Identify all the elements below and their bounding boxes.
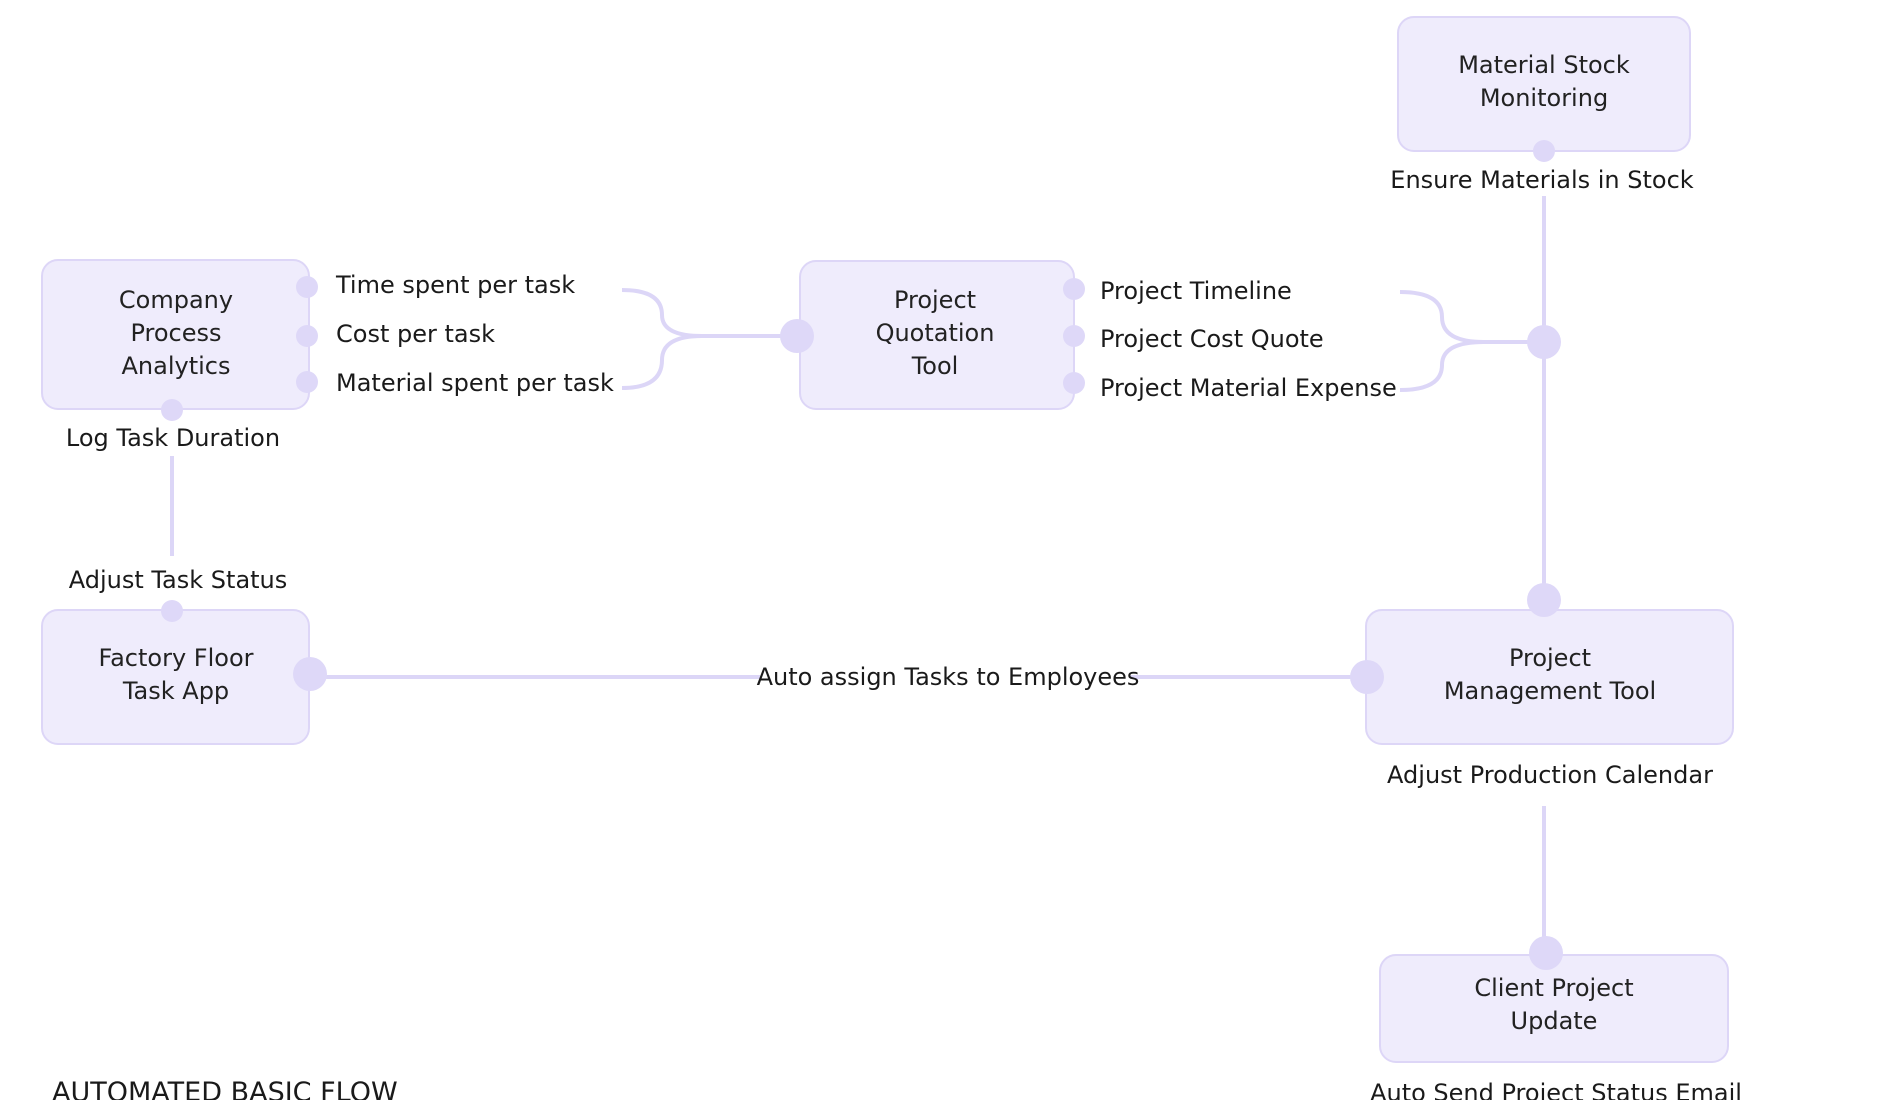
edge-label-ensure-materials: Ensure Materials in Stock <box>1390 166 1693 194</box>
port-label-time-spent: Time spent per task <box>335 271 575 299</box>
node-label-line: Company <box>119 286 233 314</box>
diagram-title: AUTOMATED BASIC FLOW <box>52 1077 398 1100</box>
node-label-line: Quotation <box>876 319 995 347</box>
edge-label-background <box>760 658 1130 694</box>
port-dot <box>1063 372 1085 394</box>
quotation-output-labels: Project Timeline Project Cost Quote Proj… <box>1100 277 1397 402</box>
node-client-project-update[interactable]: Client Project Update <box>1379 954 1729 1063</box>
port-dots <box>161 140 1563 970</box>
port-dot <box>161 399 183 421</box>
port-dot <box>296 371 318 393</box>
node-label-line: Project <box>1509 644 1591 672</box>
node-project-quotation-tool[interactable]: Project Quotation Tool <box>799 260 1075 410</box>
port-dot <box>1063 325 1085 347</box>
edge-labels: Log Task Duration Adjust Task Status Ens… <box>66 166 1742 1100</box>
node-label-line: Process <box>130 319 221 347</box>
port-dot <box>1350 660 1384 694</box>
port-dot <box>296 276 318 298</box>
port-dot <box>780 319 814 353</box>
node-label-line: Monitoring <box>1480 84 1608 112</box>
port-dot <box>296 325 318 347</box>
node-label-line: Client Project <box>1474 974 1633 1002</box>
node-project-management-tool[interactable]: Project Management Tool <box>1365 609 1734 745</box>
port-dot <box>161 600 183 622</box>
edge-quotation-timeline-to-bus <box>1399 290 1544 344</box>
node-label-line: Update <box>1511 1007 1598 1035</box>
port-dot <box>1529 936 1563 970</box>
port-dot <box>1527 325 1561 359</box>
port-dot <box>293 657 327 691</box>
port-label-cost: Cost per task <box>336 320 495 348</box>
analytics-output-labels: Time spent per task Cost per task Materi… <box>335 271 614 397</box>
node-label-line: Tool <box>911 352 959 380</box>
node-label-line: Project <box>894 286 976 314</box>
port-dot <box>1533 140 1555 162</box>
node-label-line: Analytics <box>122 352 231 380</box>
edge-label-auto-send-email: Auto Send Project Status Email <box>1370 1079 1742 1100</box>
port-label-project-cost-quote: Project Cost Quote <box>1100 325 1324 353</box>
edge-label-log-task-duration: Log Task Duration <box>66 424 280 452</box>
edge-label-auto-assign: Auto assign Tasks to Employees <box>757 663 1140 691</box>
node-material-stock-monitoring[interactable]: Material Stock Monitoring <box>1397 16 1691 152</box>
node-label-line: Factory Floor <box>98 644 253 672</box>
edge-analytics-material-to-quotation <box>621 334 703 390</box>
node-label-line: Task App <box>122 677 229 705</box>
port-label-material-spent: Material spent per task <box>336 369 614 397</box>
edge-analytics-time-to-quotation <box>621 288 790 338</box>
node-label-line: Material Stock <box>1458 51 1630 79</box>
port-dot <box>1063 278 1085 300</box>
port-label-project-material-expense: Project Material Expense <box>1100 374 1397 402</box>
edge-label-adjust-calendar: Adjust Production Calendar <box>1387 761 1713 789</box>
port-dot <box>1527 583 1561 617</box>
node-factory-floor-task-app[interactable]: Factory Floor Task App <box>41 609 310 745</box>
node-company-process-analytics[interactable]: Company Process Analytics <box>41 259 310 410</box>
port-label-project-timeline: Project Timeline <box>1100 277 1292 305</box>
node-label-line: Management Tool <box>1444 677 1656 705</box>
edge-quotation-material-to-bus <box>1399 340 1485 392</box>
edge-label-adjust-task-status: Adjust Task Status <box>69 566 288 594</box>
